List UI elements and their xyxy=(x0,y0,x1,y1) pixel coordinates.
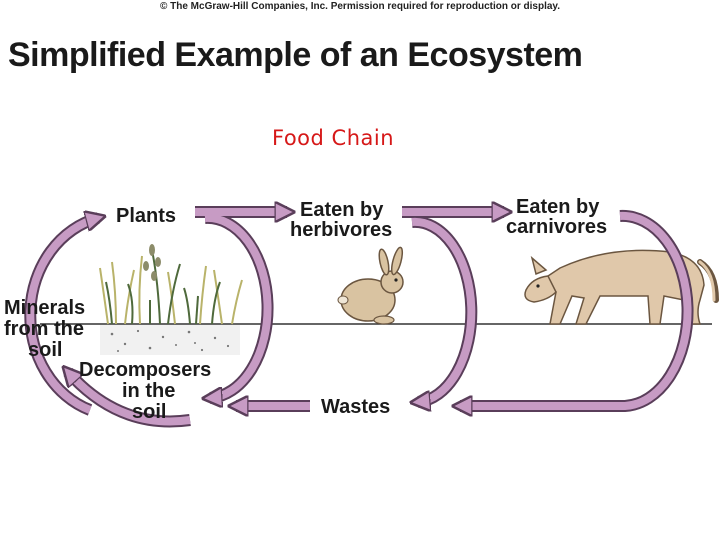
soil-illustration xyxy=(100,325,240,355)
arrow-carnivores-to-wastes xyxy=(460,211,692,406)
arrow-herbivores-to-wastes xyxy=(412,217,476,402)
arrow-decomposers-to-minerals xyxy=(68,372,191,426)
label-decomposers-line1: Decomposers xyxy=(79,359,211,381)
label-eaten-herbivores-line1: Eaten by xyxy=(300,199,384,221)
label-minerals-line2: from the xyxy=(4,318,84,340)
label-plants: Plants xyxy=(116,205,176,227)
label-eaten-carnivores-line1: Eaten by xyxy=(516,196,600,218)
label-minerals-line1: Minerals xyxy=(4,297,85,319)
label-eaten-carnivores-line2: carnivores xyxy=(506,216,607,238)
label-wastes: Wastes xyxy=(321,396,390,418)
label-eaten-herbivores-line2: herbivores xyxy=(290,219,392,241)
label-minerals-line3: soil xyxy=(28,339,62,361)
copyright-notice: © The McGraw-Hill Companies, Inc. Permis… xyxy=(159,1,561,12)
arrow-minerals-to-plants xyxy=(26,218,98,414)
grass-plants-illustration xyxy=(99,244,243,325)
label-decomposers-line2: in the xyxy=(122,380,175,402)
page-title: Simplified Example of an Ecosystem xyxy=(8,36,583,74)
diagram-subtitle: Food Chain xyxy=(272,126,395,150)
label-decomposers-line3: soil xyxy=(132,401,166,423)
arrow-plants-to-decomposers xyxy=(205,213,272,398)
rabbit-illustration xyxy=(337,246,404,325)
coyote-illustration xyxy=(524,249,719,325)
